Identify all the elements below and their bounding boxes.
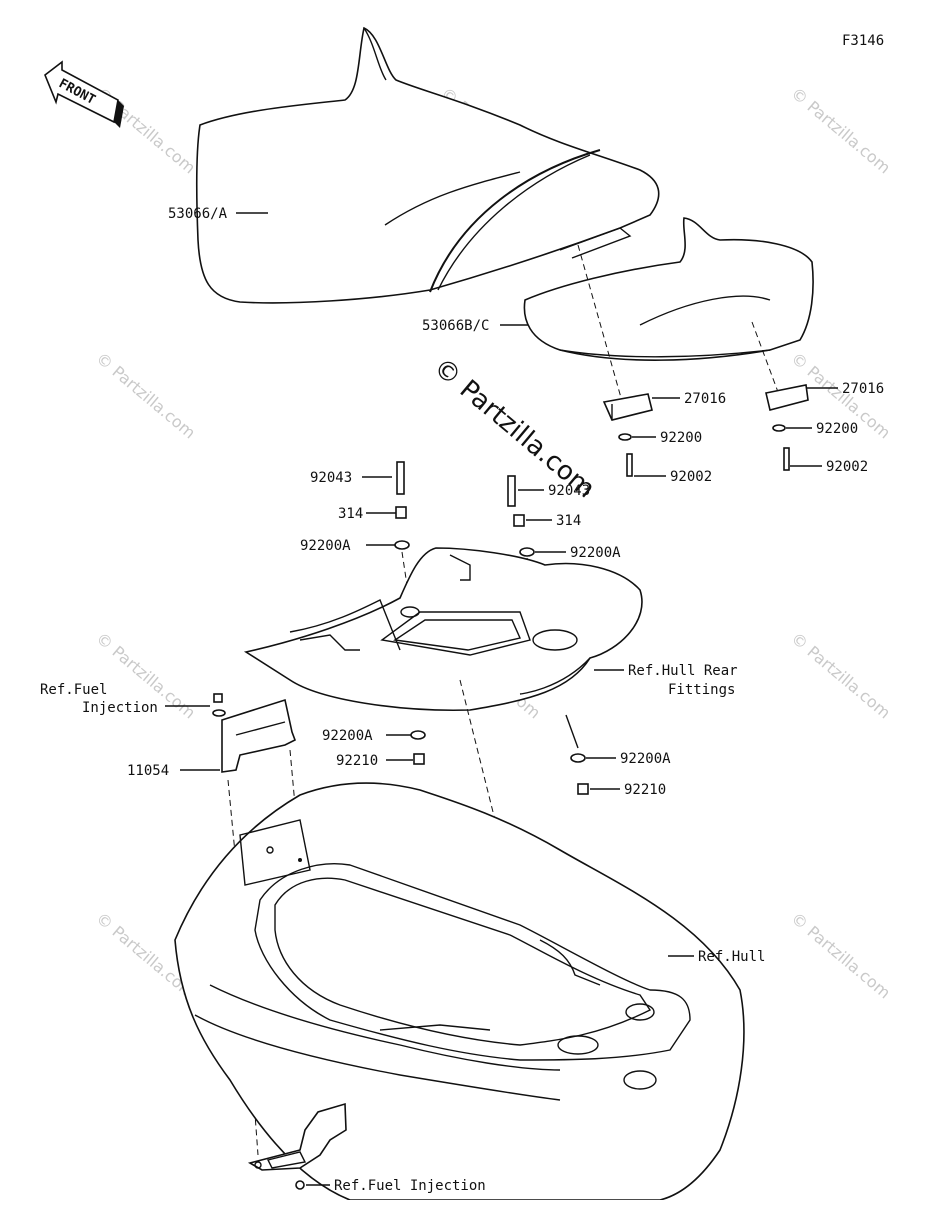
nut-314-right[interactable] — [513, 514, 525, 527]
label-bolt-right: 92002 — [826, 459, 868, 475]
washer-left[interactable] — [618, 433, 632, 441]
watermark-tile: © Partzilla.com — [92, 349, 199, 443]
hull-rear-fittings[interactable] — [243, 547, 643, 712]
label-ref-rear-fittings-2: Fittings — [668, 682, 735, 698]
stopper-right[interactable] — [765, 384, 809, 411]
seat-rear[interactable] — [523, 217, 814, 361]
label-washer-92200a-right-low: 92200A — [620, 751, 671, 767]
label-seat-rear: 53066B/C — [422, 318, 489, 334]
small-washer-top[interactable] — [212, 709, 226, 717]
bottom-bracket[interactable] — [247, 1102, 347, 1190]
figure-code: F3146 — [842, 33, 884, 49]
label-bolt-left: 92002 — [670, 469, 712, 485]
label-stopper-left: 27016 — [684, 391, 726, 407]
label-nut-92210-mid: 92210 — [336, 753, 378, 769]
label-stud-left: 92043 — [310, 470, 352, 486]
nut-92210-mid[interactable] — [413, 753, 425, 765]
label-ref-fuel-bottom: Ref.Fuel Injection — [334, 1178, 486, 1194]
washer-92200a-right-top[interactable] — [519, 547, 535, 557]
watermark-tile: © Partzilla.com — [787, 84, 894, 178]
washer-92200a-mid[interactable] — [410, 730, 426, 740]
bolt-right[interactable] — [783, 447, 790, 471]
label-washer-right: 92200 — [816, 421, 858, 437]
stopper-left[interactable] — [602, 393, 653, 421]
label-ref-fuel-2: Injection — [82, 700, 158, 716]
stud-left[interactable] — [396, 461, 405, 495]
nut-314-left[interactable] — [395, 506, 407, 519]
hull[interactable] — [174, 782, 745, 1201]
label-ref-hull: Ref.Hull — [698, 949, 765, 965]
label-bracket: 11054 — [127, 763, 169, 779]
label-washer-92200a-left-top: 92200A — [300, 538, 351, 554]
bracket-11054[interactable] — [221, 698, 297, 773]
label-seat-front: 53066/A — [168, 206, 228, 222]
nut-92210-right[interactable] — [577, 783, 589, 795]
washer-right[interactable] — [772, 424, 786, 432]
label-nut-314-left: 314 — [338, 506, 363, 522]
label-nut-92210-right: 92210 — [624, 782, 666, 798]
label-stopper-right: 27016 — [842, 381, 884, 397]
label-ref-rear-fittings-1: Ref.Hull Rear — [628, 663, 738, 679]
seat-front[interactable] — [195, 26, 660, 304]
washer-92200a-right-low[interactable] — [570, 753, 586, 763]
bolt-left[interactable] — [626, 453, 633, 477]
label-washer-92200a-mid: 92200A — [322, 728, 373, 744]
label-stud-right: 92043 — [548, 483, 590, 499]
small-bolt-top[interactable] — [213, 693, 223, 703]
label-washer-left: 92200 — [660, 430, 702, 446]
washer-92200a-left-top[interactable] — [394, 540, 410, 550]
watermark-tile: © Partzilla.com — [787, 909, 894, 1003]
label-nut-314-right: 314 — [556, 513, 581, 529]
label-washer-92200a-right-top: 92200A — [570, 545, 621, 561]
stud-right[interactable] — [507, 475, 516, 507]
watermark-tile: © Partzilla.com — [787, 629, 894, 723]
label-ref-fuel-1: Ref.Fuel — [40, 682, 107, 698]
